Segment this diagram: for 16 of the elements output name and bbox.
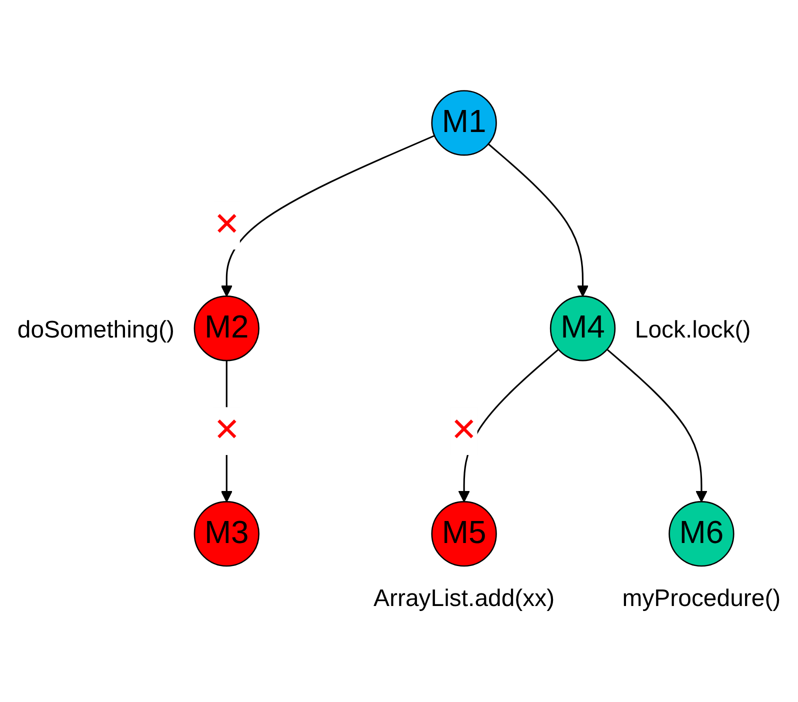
arrow [488,143,589,297]
node-circle: M4 [550,296,616,362]
node-circle: M3 [194,500,260,567]
node-circle: M5 [431,500,497,567]
node-circle: M2 [194,296,260,362]
arrow [220,134,435,297]
arrow [606,348,708,502]
node-circle: M6 [668,500,734,567]
node-caption: myProcedure() [622,584,781,612]
node-caption: doSomething() [17,316,174,344]
edge-label: ✕ [213,412,240,448]
node-caption: Lock.lock() [634,316,751,344]
edge-label: ✕ [213,207,240,243]
node-caption: ArrayList.add(xx) [374,584,555,612]
edge-label: ✕ [450,412,478,448]
node-circle: M1 [431,90,497,156]
